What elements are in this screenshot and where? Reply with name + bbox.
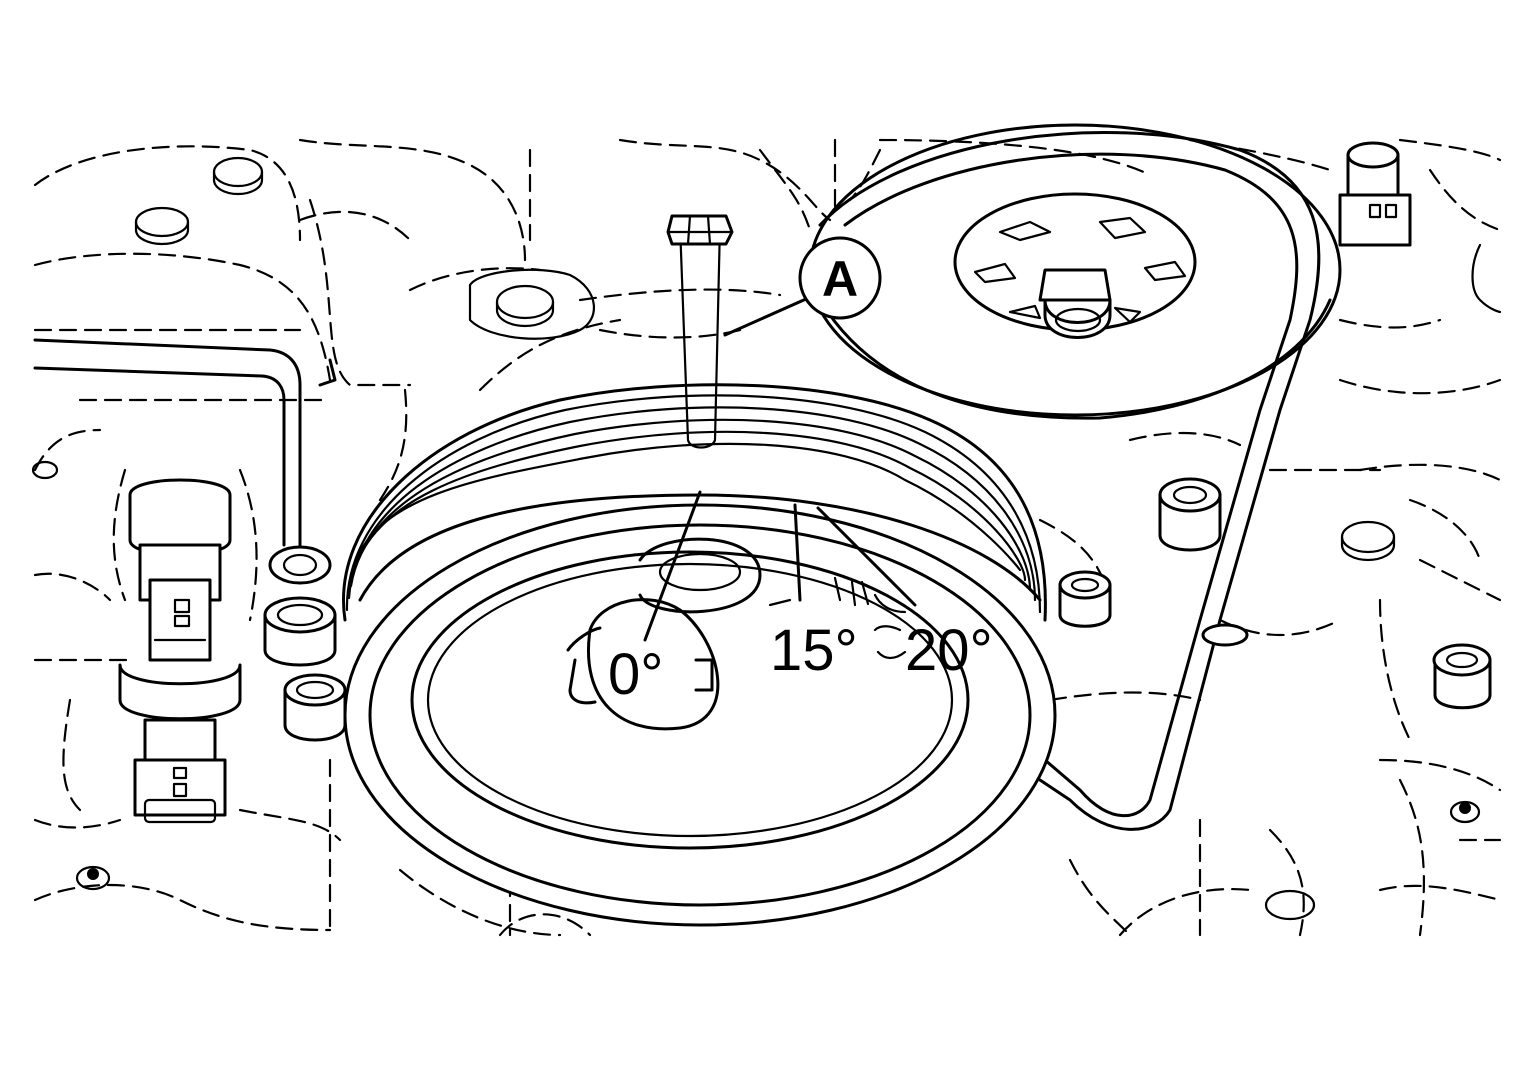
- zero-mark-bracket: [566, 626, 714, 705]
- coolant-pipe: [33, 338, 337, 585]
- idler-pulley: [808, 123, 1342, 420]
- timing-mark-labels: 0° 15° 20°: [608, 618, 993, 707]
- engine-block-outline: [33, 138, 1502, 937]
- flange-bolts-left: [263, 596, 347, 742]
- mounting-bolts: [31, 156, 1481, 921]
- wiring-harness: [818, 131, 1321, 831]
- flange-bolts-right: [1058, 477, 1492, 710]
- timing-pointer: [666, 214, 734, 449]
- sensor-connector-upper: [118, 478, 242, 721]
- sensor-connector-right: [1338, 141, 1502, 314]
- timing-mark-15: 15°: [770, 618, 858, 683]
- callout-a: A: [723, 236, 882, 337]
- sensor-connector-lower: [133, 718, 227, 824]
- timing-mark-leaders: [643, 490, 917, 660]
- callout-label: A: [822, 251, 858, 307]
- timing-mark-20: 20°: [905, 618, 993, 683]
- timing-mark-0: 0°: [608, 642, 663, 707]
